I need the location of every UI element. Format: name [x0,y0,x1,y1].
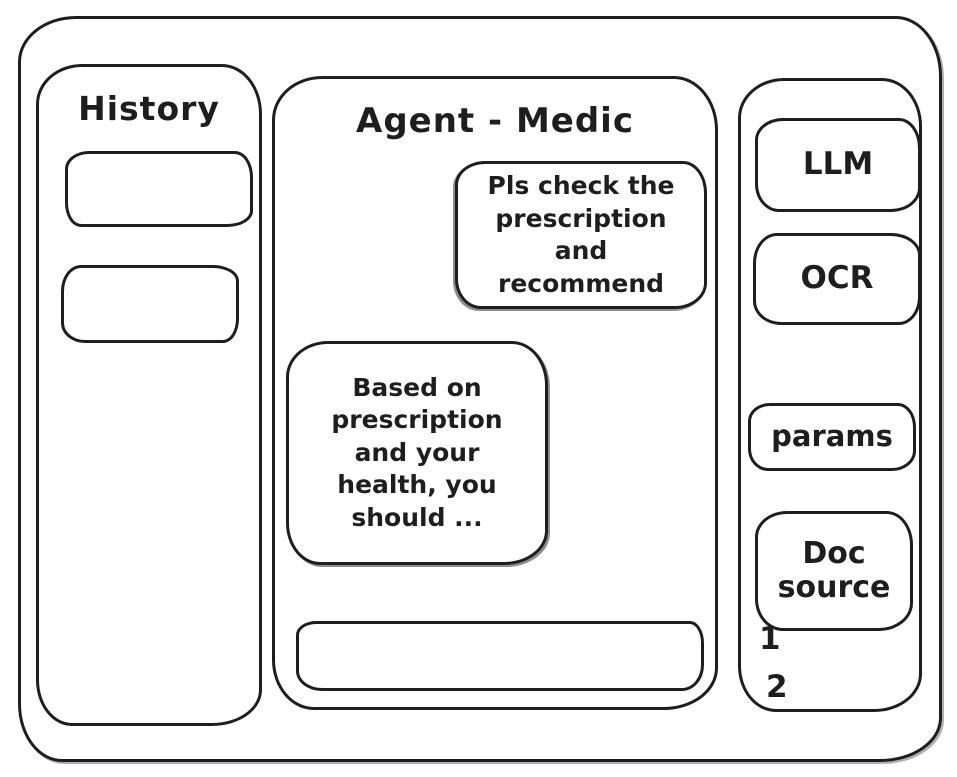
user-message-text: Pls check the prescription and recommend [487,171,675,298]
doc-source-button-label: Doc source [777,535,891,605]
doc-source-item-2[interactable]: 2 [766,669,788,705]
doc-source-item-1[interactable]: 1 [759,621,781,657]
llm-button[interactable]: LLM [755,118,921,212]
llm-button-label: LLM [802,146,874,183]
doc-source-button[interactable]: Doc source [755,511,913,631]
history-item[interactable] [65,151,253,227]
tools-sidebar: LLM OCR params Doc source 1 2 [738,78,922,712]
chat-title: Agent - Medic [356,101,634,141]
user-message-bubble: Pls check the prescription and recommend [455,161,707,309]
agent-message-bubble: Based on prescription and your health, y… [286,341,548,565]
history-sidebar: History [36,64,262,726]
params-button[interactable]: params [748,403,916,471]
params-button-label: params [771,419,893,454]
history-title: History [78,89,220,128]
agent-message-text: Based on prescription and your health, y… [331,372,503,532]
chat-input[interactable] [296,621,704,691]
ocr-button[interactable]: OCR [753,233,921,325]
ocr-button-label: OCR [800,260,874,297]
chat-panel: Agent - Medic Pls check the prescription… [272,76,718,710]
history-item[interactable] [61,265,239,343]
